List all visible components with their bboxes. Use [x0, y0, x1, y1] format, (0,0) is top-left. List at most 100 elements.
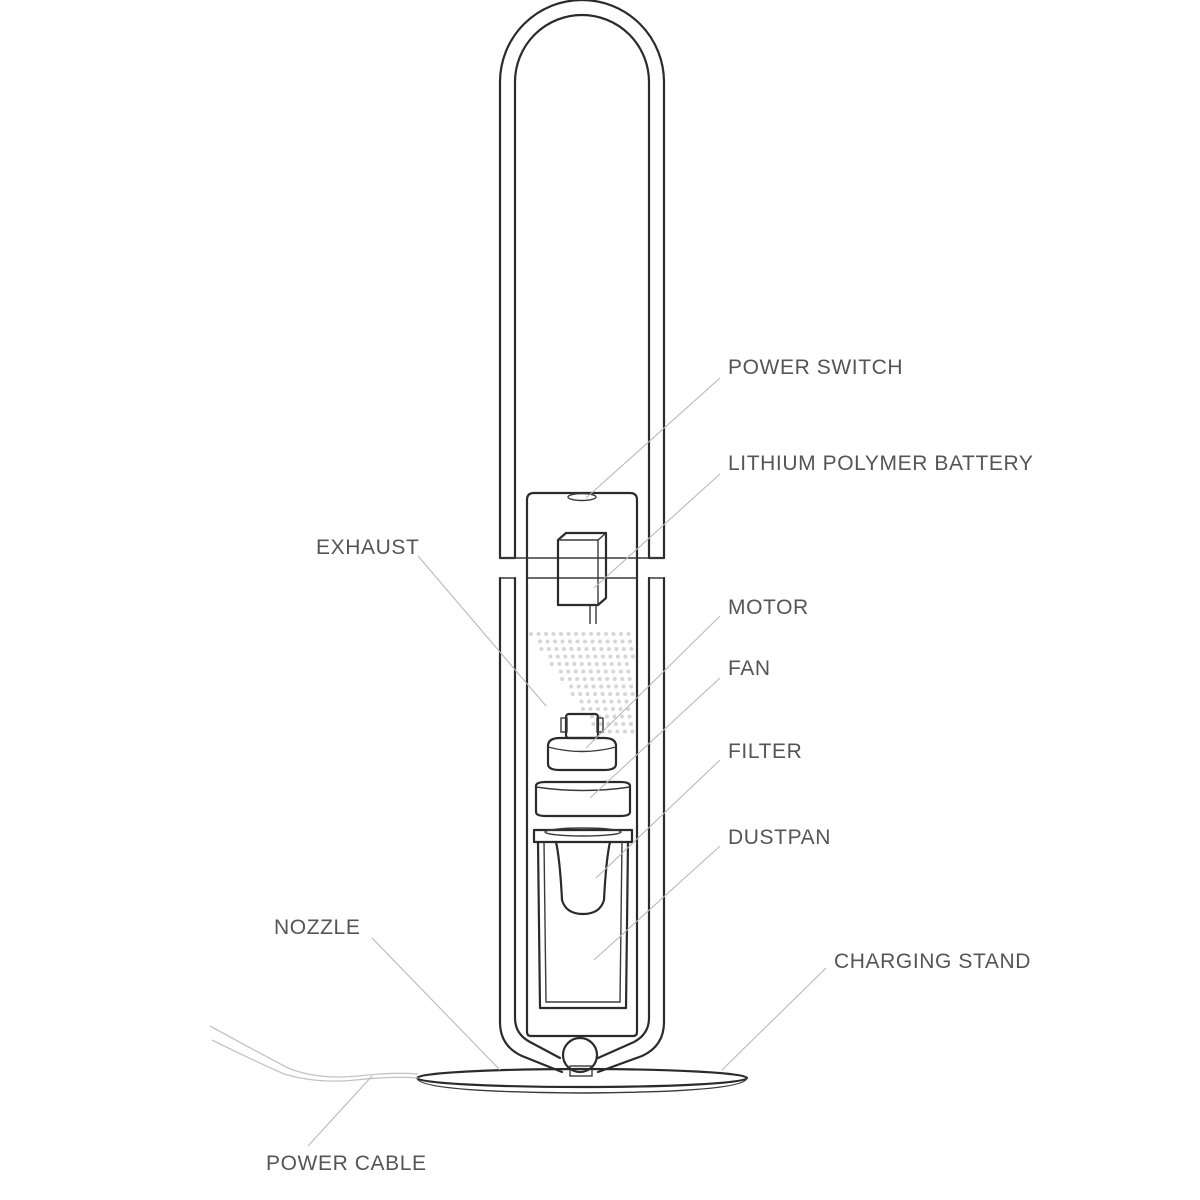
exhaust-dot [615, 729, 620, 734]
exhaust-dot [604, 632, 608, 636]
exhaust-dot [615, 692, 620, 696]
exhaust-dot [563, 654, 568, 659]
exhaust-dot [566, 669, 571, 674]
exhaust-dot [578, 692, 583, 696]
label-filter: FILTER [728, 740, 802, 763]
exhaust-dot [585, 692, 590, 696]
exhaust-dot [548, 654, 553, 659]
exhaust-dot [608, 654, 613, 659]
exhaust-dot [598, 722, 603, 726]
exhaust-dot [613, 722, 618, 726]
exhaust-dot [630, 729, 635, 734]
exhaust-dot [611, 707, 615, 711]
exhaust-dot [609, 699, 614, 704]
label-dustpan: DUSTPAN [728, 826, 831, 849]
exhaust-dot [591, 647, 596, 651]
exhaust-dot [618, 669, 623, 674]
exhaust-dot [605, 639, 610, 644]
exhaust-dot [560, 639, 565, 644]
motor [546, 712, 618, 772]
exhaust-dot [611, 669, 616, 674]
exhaust-dot [597, 677, 602, 681]
exhaust-dot [576, 647, 581, 651]
exhaust-dot [624, 699, 629, 704]
exhaust-dot [614, 647, 619, 651]
exhaust-dot [560, 677, 565, 681]
exhaust-dot [630, 654, 635, 659]
exhaust-dot [613, 639, 617, 644]
exhaust-dot [628, 639, 632, 644]
exhaust-dot [623, 692, 628, 696]
label-charging-stand: CHARGING STAND [834, 950, 1031, 973]
exhaust-dot [564, 662, 569, 666]
exhaust-dot [598, 639, 602, 644]
exhaust-dot [602, 699, 606, 704]
exhaust-dot [581, 632, 586, 636]
fan [534, 780, 632, 818]
exhaust-dot [568, 639, 572, 644]
label-lithium-polymer-battery: LITHIUM POLYMER BATTERY [728, 452, 1034, 475]
exhaust-dot [628, 722, 633, 726]
exhaust-dot [578, 654, 583, 659]
exhaust-dot [579, 662, 584, 666]
exhaust-dot [546, 647, 551, 651]
exhaust-dot [572, 662, 577, 666]
exhaust-dot [567, 677, 572, 681]
exhaust-dot [630, 692, 635, 696]
exhaust-dot [569, 647, 574, 651]
exhaust-dot [545, 639, 550, 644]
exhaust-dot [544, 632, 548, 636]
exhaust-dot [600, 654, 605, 659]
exhaust-dot [624, 662, 629, 666]
exhaust-dot [589, 632, 593, 636]
exhaust-dot [614, 684, 619, 689]
exhaust-dot [606, 647, 611, 651]
exhaust-dot [582, 677, 587, 681]
exhaust-dot [570, 692, 575, 696]
exhaust-dot [629, 684, 634, 689]
exhaust-dot [609, 662, 614, 666]
exhaust-dot [600, 692, 605, 696]
exhaust-dot [574, 632, 578, 636]
exhaust-dot [596, 707, 600, 711]
exhaust-dot [575, 677, 580, 681]
exhaust-dot [587, 662, 592, 666]
exhaust-dot [573, 669, 578, 674]
exhaust-dot [588, 669, 593, 674]
exhaust-dot [602, 662, 607, 666]
exhaust-dot [555, 654, 560, 659]
exhaust-dot [553, 639, 557, 644]
exhaust-dot [596, 632, 601, 636]
exhaust-dot [591, 684, 596, 689]
exhaust-dot [615, 654, 620, 659]
exhaust-dot [605, 714, 609, 719]
exhaust-dot [581, 707, 585, 711]
exhaust-dot [569, 684, 574, 689]
exhaust-dot [585, 654, 590, 659]
exhaust-dot [627, 714, 632, 719]
exhaust-dot [623, 654, 628, 659]
exhaust-perforations [529, 632, 635, 734]
exhaust-dot [596, 669, 601, 674]
dustpan [536, 840, 630, 1010]
label-fan: FAN [728, 657, 771, 680]
nozzle [561, 1036, 599, 1077]
exhaust-dot [608, 692, 613, 696]
exhaust-dot [583, 639, 587, 644]
exhaust-dot [607, 729, 612, 734]
exhaust-dot [551, 632, 556, 636]
exhaust-dot [620, 677, 625, 681]
exhaust-dot [590, 677, 595, 681]
exhaust-dot [617, 699, 621, 704]
exhaust-dot [536, 632, 541, 636]
exhaust-dot [617, 662, 622, 666]
exhaust-dot [529, 632, 533, 636]
exhaust-dot [559, 632, 563, 636]
exhaust-dot [581, 669, 586, 674]
exhaust-dot [554, 647, 559, 651]
exhaust-dot [566, 632, 571, 636]
exhaust-dot [587, 699, 591, 704]
exhaust-dot [603, 707, 608, 711]
handle-frame [498, 0, 666, 1074]
